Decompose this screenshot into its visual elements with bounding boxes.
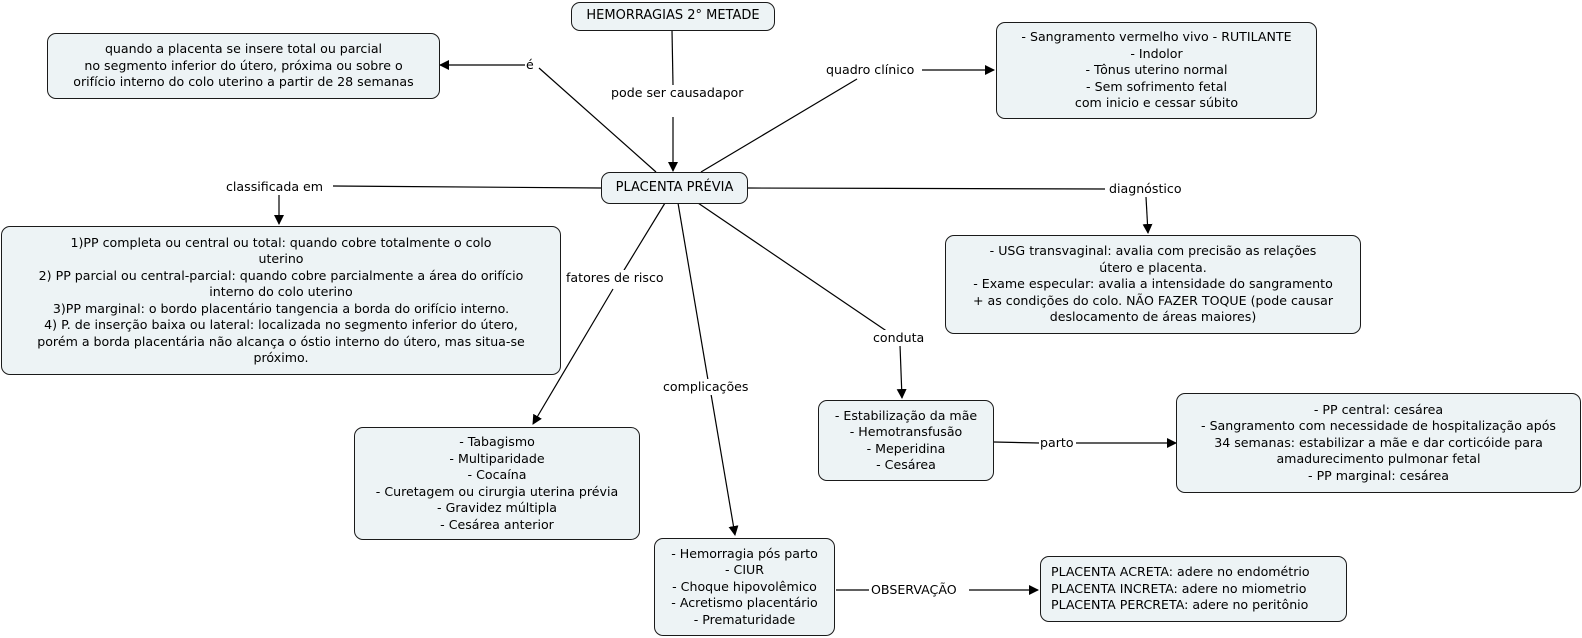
link-label-diagnostico: diagnóstico — [1108, 181, 1183, 197]
text-line: - PP central: cesárea — [1313, 401, 1444, 417]
link-label-observacao: OBSERVAÇÃO — [870, 582, 958, 598]
text-line: amadurecimento pulmonar fetal — [1276, 451, 1481, 467]
text-line: orifício interno do colo uterino a parti… — [73, 74, 414, 90]
link-label-pode-ser-causada-por: pode ser causadapor — [610, 85, 743, 101]
text-line: porém a borda placentária não alcança o … — [37, 333, 525, 349]
text-line: complicações — [663, 379, 749, 394]
text-line: - PP marginal: cesárea — [1308, 467, 1449, 483]
link-label-classificada-em: classificada em — [225, 179, 325, 195]
edge-pp-to-diagnostico — [746, 187, 1106, 190]
text-line: HEMORRAGIAS 2° METADE — [586, 8, 760, 24]
text-line: próximo. — [253, 350, 309, 365]
text-line: 1)PP completa ou central ou total: quand… — [70, 234, 492, 250]
node-definicao[interactable]: quando a placenta se insere total ou par… — [47, 33, 440, 99]
text-line: PLACENTA ACRETA: adere no endométrio — [1051, 564, 1310, 580]
text-line: classificada em — [226, 179, 324, 194]
node-parto[interactable]: - PP central: cesárea- Sangramento com n… — [1176, 393, 1581, 493]
text-line: interno do colo uterino — [209, 284, 353, 299]
text-line: diagnóstico — [1109, 181, 1182, 196]
text-line: pode ser causada — [611, 85, 723, 100]
node-complicacoes[interactable]: - Hemorragia pós parto- CIUR- Choque hip… — [654, 538, 835, 636]
text-line: + as condições do colo. NÃO FAZER TOQUE … — [972, 292, 1334, 308]
text-line: PLACENTA PRÉVIA — [615, 179, 734, 195]
text-line: - USG transvaginal: avalia com precisão … — [989, 243, 1317, 259]
text-line: - Cesárea — [876, 457, 936, 472]
edge-diagnostico-to-box — [1142, 196, 1153, 234]
text-line: - Hemorragia pós parto — [671, 545, 818, 561]
edge-conduta-to-parto-link — [993, 441, 1040, 444]
text-line: - Estabilização da mãe — [834, 407, 978, 423]
text-line: - Tabagismo — [459, 434, 535, 449]
text-line: é — [526, 57, 534, 72]
edge-pp-to-quadro — [700, 78, 858, 173]
link-label-complicacoes: complicações — [662, 379, 750, 395]
edge-pp-to-complicacoes — [677, 202, 709, 381]
text-line: - Acretismo placentário — [671, 595, 818, 611]
link-label-conduta: conduta — [872, 330, 926, 346]
text-line: 4) P. de inserção baixa ou lateral: loca… — [44, 317, 518, 332]
node-diagnostico[interactable]: - USG transvaginal: avalia com precisão … — [945, 235, 1361, 334]
text-line: por — [722, 85, 744, 100]
text-line: - Cesárea anterior — [440, 516, 554, 532]
link-label-fatores-de-risco: fatores de risco — [565, 270, 665, 286]
edge-complicacoes-to-box — [710, 393, 739, 536]
text-line: - Curetagem ou cirurgia uterina prévia — [375, 483, 619, 499]
text-line: - CIUR — [724, 562, 765, 578]
text-line: deslocamento de áreas maiores) — [1049, 309, 1257, 325]
text-line: quadro clínico — [826, 62, 915, 77]
node-placenta-previa[interactable]: PLACENTA PRÉVIA — [601, 172, 748, 204]
text-line: 34 semanas: estabilizar a mãe e dar cort… — [1214, 434, 1543, 450]
text-line: - Meperidina — [866, 440, 946, 456]
text-line: - Cocaína — [467, 467, 527, 482]
node-classificacao[interactable]: 1)PP completa ou central ou total: quand… — [1, 226, 561, 375]
edge-pp-to-classificada — [332, 185, 602, 189]
text-line: - Exame especular: avalia a intensidade … — [973, 276, 1333, 292]
node-quadro-clinico[interactable]: - Sangramento vermelho vivo - RUTILANTE-… — [996, 22, 1317, 119]
link-label-e: é — [525, 57, 535, 73]
edge-root-to-link — [671, 29, 674, 86]
text-line: conduta — [873, 330, 925, 345]
text-line: - Indolor — [1130, 45, 1183, 61]
text-line: quando a placenta se insere total ou par… — [104, 41, 383, 57]
text-line: no segmento inferior do útero, próxima o… — [84, 57, 403, 73]
text-line: fatores de risco — [566, 270, 664, 285]
text-line: útero e placenta. — [1099, 259, 1207, 275]
edge-pp-to-e — [538, 67, 657, 173]
text-line: - Choque hipovolêmico — [672, 578, 817, 594]
node-hemorragias-2-metade[interactable]: HEMORRAGIAS 2° METADE — [571, 2, 775, 31]
node-conduta[interactable]: - Estabilização da mãe- Hemotransfusão- … — [818, 400, 994, 481]
text-line: - Sem sofrimento fetal — [1086, 78, 1227, 94]
text-line: uterino — [258, 251, 304, 266]
text-line: parto — [1040, 435, 1074, 450]
text-line: PLACENTA PERCRETA: adere no peritônio — [1051, 597, 1309, 613]
link-label-parto: parto — [1039, 435, 1075, 451]
text-line: - Prematuridade — [693, 611, 796, 627]
edge-fatores-to-box — [532, 288, 614, 425]
text-line: - Tônus uterino normal — [1085, 62, 1228, 78]
text-line: 2) PP parcial ou central-parcial: quando… — [38, 267, 524, 283]
text-line: - Gravidez múltipla — [437, 500, 557, 515]
text-line: - Sangramento vermelho vivo - RUTILANTE — [1021, 29, 1292, 45]
node-fatores-de-risco[interactable]: - Tabagismo- Multiparidade- Cocaína- Cur… — [354, 427, 640, 540]
text-line: - Hemotransfusão — [849, 424, 963, 439]
text-line: OBSERVAÇÃO — [871, 582, 957, 597]
text-line: com inicio e cessar súbito — [1074, 95, 1239, 111]
text-line: 3)PP marginal: o bordo placentário tange… — [52, 300, 510, 316]
edge-pp-to-conduta — [697, 202, 889, 333]
text-line: PLACENTA INCRETA: adere no miometrio — [1051, 580, 1307, 596]
edge-pp-to-fatores — [617, 202, 666, 281]
edge-conduta-to-box — [896, 344, 907, 399]
link-label-quadro-clinico: quadro clínico — [825, 62, 916, 78]
text-line: - Multiparidade — [449, 450, 545, 466]
text-line: - Sangramento com necessidade de hospita… — [1201, 418, 1556, 434]
